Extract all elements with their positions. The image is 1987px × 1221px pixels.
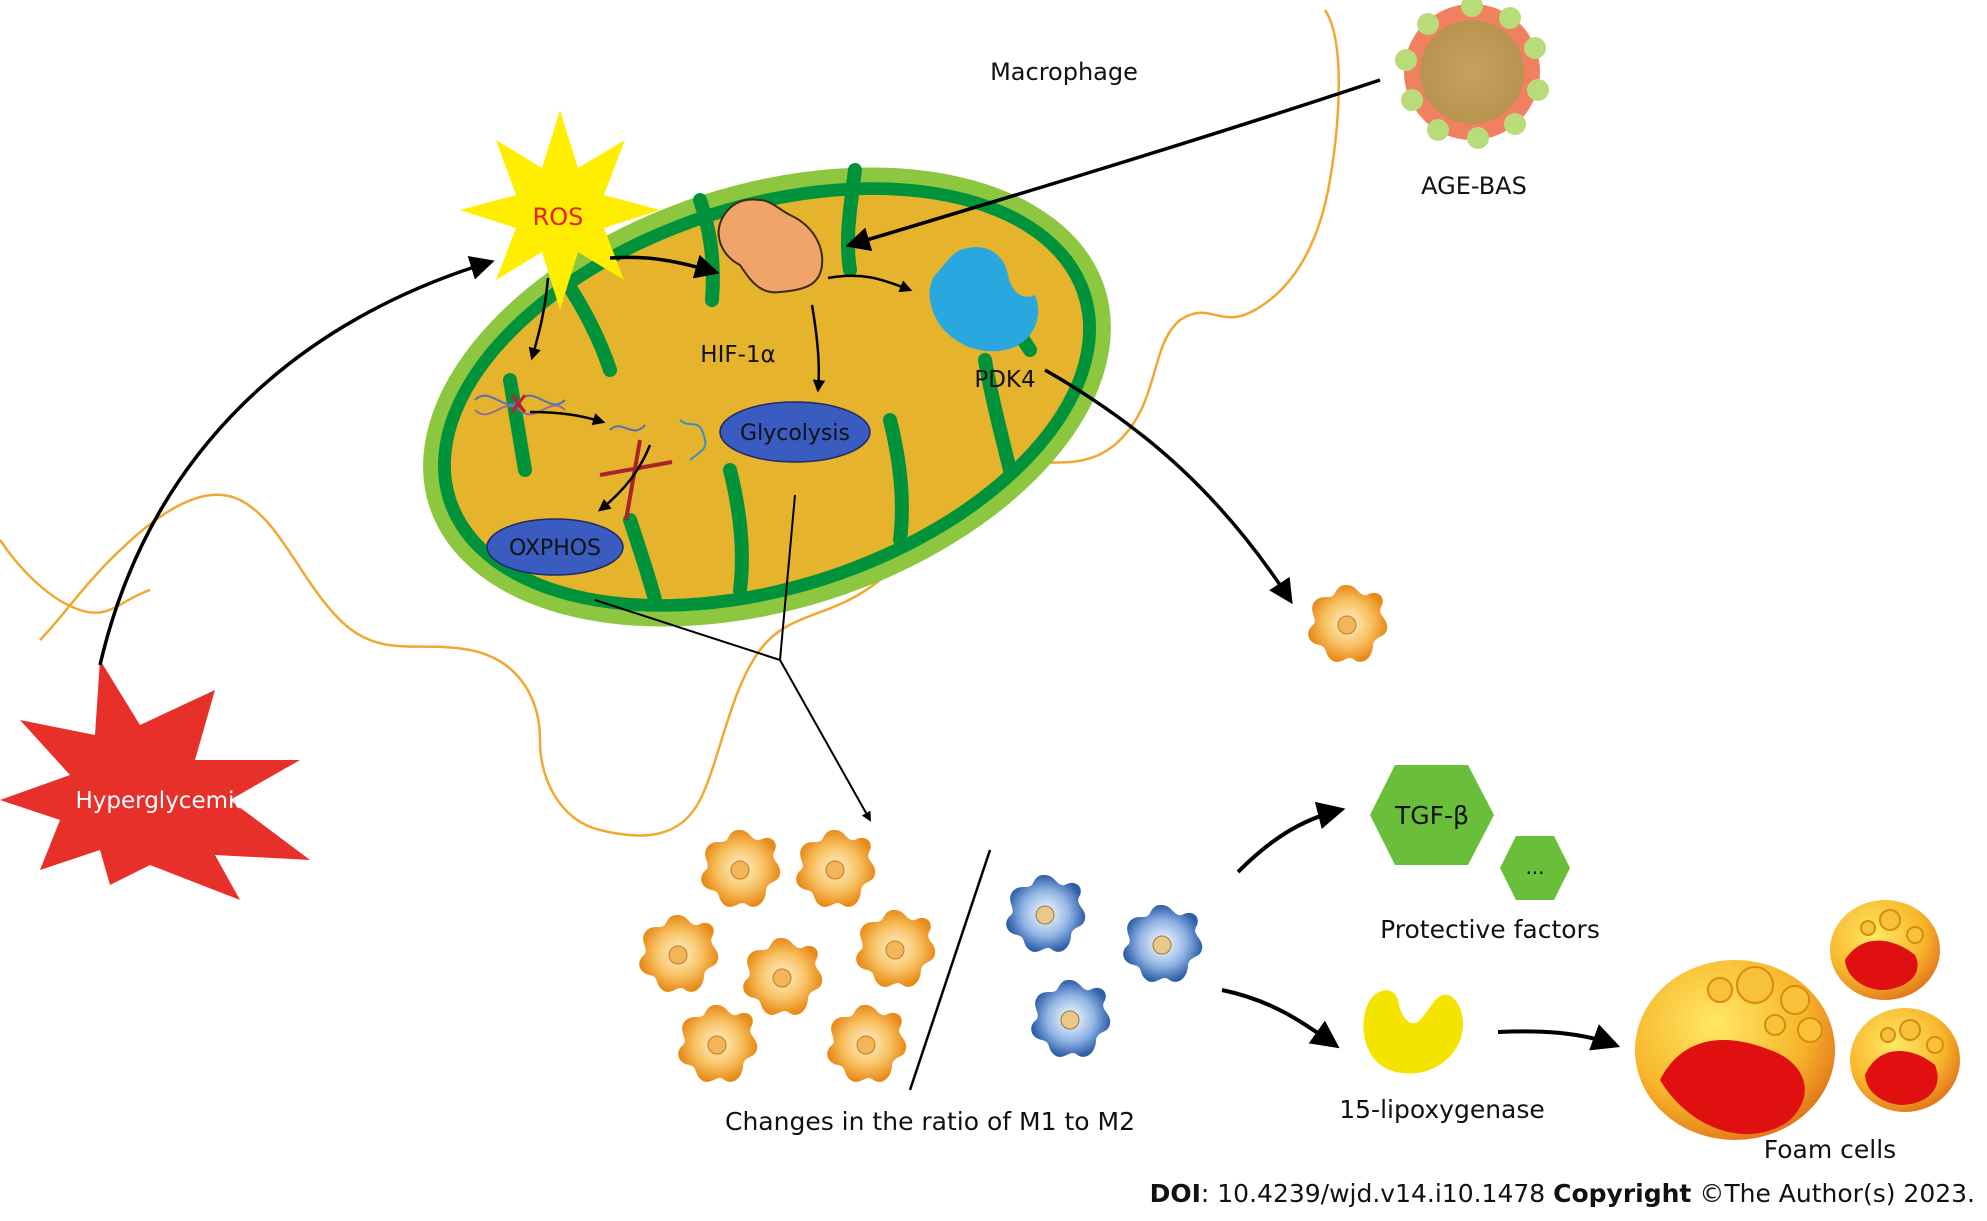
dna-break-mark <box>510 394 527 413</box>
oxphos-inhibition-mark <box>599 439 673 521</box>
age-bas-particle <box>1395 0 1549 149</box>
m2-to-lipoxygenase-arrow <box>1221 988 1340 1049</box>
foam-cell-small-top <box>1830 900 1940 1000</box>
age-bas-label: AGE-BAS <box>1421 172 1527 200</box>
foam-cell-large <box>1635 960 1835 1140</box>
m1-cell <box>826 1004 907 1083</box>
hyperglycemia-label: Hyperglycemia <box>76 788 249 814</box>
hif-to-glycolysis-arrow <box>810 304 826 393</box>
dna-helix-2 <box>609 419 707 461</box>
ros-star <box>460 110 660 310</box>
doi-label: DOI <box>1150 1179 1201 1208</box>
m2-to-protective-arrow <box>1236 801 1346 874</box>
macrophage-membrane <box>39 9 1340 837</box>
hif1a-label: HIF-1α <box>700 342 775 368</box>
age-to-hif-arrow <box>845 78 1381 252</box>
doi-value: : 10.4239/wjd.v14.i10.1478 <box>1201 1179 1553 1208</box>
tgf-beta-label: TGF-β <box>1394 801 1469 830</box>
glycolysis-to-ratio-line <box>779 494 796 661</box>
copyright-value: ©The Author(s) 2023. <box>1691 1179 1975 1208</box>
glycolysis-ellipse <box>719 401 871 463</box>
m1-cell <box>638 914 719 993</box>
ratio-caption: Changes in the ratio of M1 to M2 <box>725 1107 1135 1136</box>
lipoxygenase-label: 15-lipoxygenase <box>1339 1095 1545 1124</box>
ros-to-hif-arrow <box>609 254 720 279</box>
other-factors-label: ... <box>1525 855 1544 879</box>
m2-cell <box>1005 874 1086 953</box>
dna-to-oxphos-arrow <box>598 444 652 512</box>
tgf-beta-hexagon <box>1370 765 1494 865</box>
pdk4-label: PDK4 <box>974 367 1035 393</box>
pdk4-protein <box>929 247 1039 352</box>
hif1a-protein <box>717 198 824 294</box>
hyperglycemia-to-ros-arrow <box>98 256 495 666</box>
hif-to-pdk4-arrow <box>827 274 913 293</box>
hyperglycemia-star <box>0 660 310 900</box>
m2-cell <box>1122 904 1203 983</box>
macrophage-label: Macrophage <box>990 58 1138 86</box>
m1-cell <box>700 829 781 908</box>
ratio-arrow <box>779 659 871 822</box>
foam-cell-small-bottom <box>1850 1008 1960 1112</box>
footer-citation: DOI: 10.4239/wjd.v14.i10.1478 Copyright … <box>1150 1179 1975 1208</box>
m1-cell-cluster <box>638 829 936 1083</box>
copyright-label: Copyright <box>1553 1179 1691 1208</box>
pdk4-to-m1-arrow <box>1044 368 1293 605</box>
m1-cell <box>795 829 876 908</box>
macrophage-membrane-left <box>0 539 151 614</box>
m1-cell <box>677 1004 758 1083</box>
ros-label: ROS <box>533 203 584 231</box>
m1-cell <box>855 909 936 988</box>
m1-cell-pdk4 <box>1307 584 1388 663</box>
m2-cell <box>1030 979 1111 1058</box>
oxphos-to-ratio-line <box>594 599 781 661</box>
dna-damage-arrow <box>529 410 606 426</box>
foam-cells-label: Foam cells <box>1764 1135 1896 1164</box>
oxphos-ellipse <box>486 518 624 576</box>
m2-cell-cluster <box>1005 874 1203 1058</box>
m1-cell <box>742 937 823 1016</box>
protective-factors-label: Protective factors <box>1380 915 1600 944</box>
oxphos-label: OXPHOS <box>509 536 601 561</box>
mitochondrion <box>423 163 1111 627</box>
ros-to-dna-arrow <box>528 277 550 361</box>
lipoxygenase-protein <box>1363 990 1464 1074</box>
glycolysis-label: Glycolysis <box>740 421 850 446</box>
ratio-divider <box>908 849 992 1091</box>
lipoxygenase-to-foam-arrow <box>1497 1024 1621 1051</box>
other-factors-hexagon <box>1500 836 1570 900</box>
